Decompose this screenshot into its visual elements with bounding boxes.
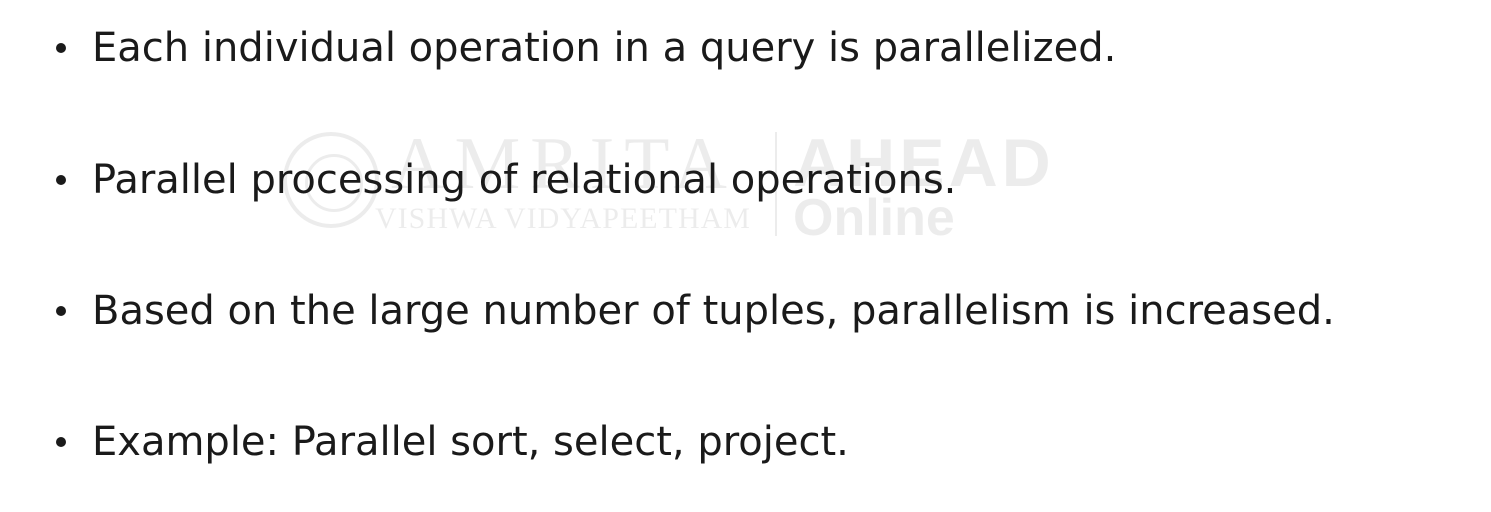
bullet-item: Parallel processing of relational operat… — [56, 150, 956, 210]
bullet-item: Example: Parallel sort, select, project. — [56, 412, 849, 472]
bullet-dot-icon — [56, 43, 66, 53]
bullet-text: Example: Parallel sort, select, project. — [92, 419, 849, 465]
bullet-dot-icon — [56, 437, 66, 447]
bullet-item: Each individual operation in a query is … — [56, 18, 1116, 78]
bullet-text: Based on the large number of tuples, par… — [92, 288, 1335, 334]
bullet-item: Based on the large number of tuples, par… — [56, 281, 1335, 341]
bullet-text: Each individual operation in a query is … — [92, 25, 1117, 71]
bullet-dot-icon — [56, 306, 66, 316]
bullet-dot-icon — [56, 175, 66, 185]
bullet-text: Parallel processing of relational operat… — [92, 157, 957, 203]
